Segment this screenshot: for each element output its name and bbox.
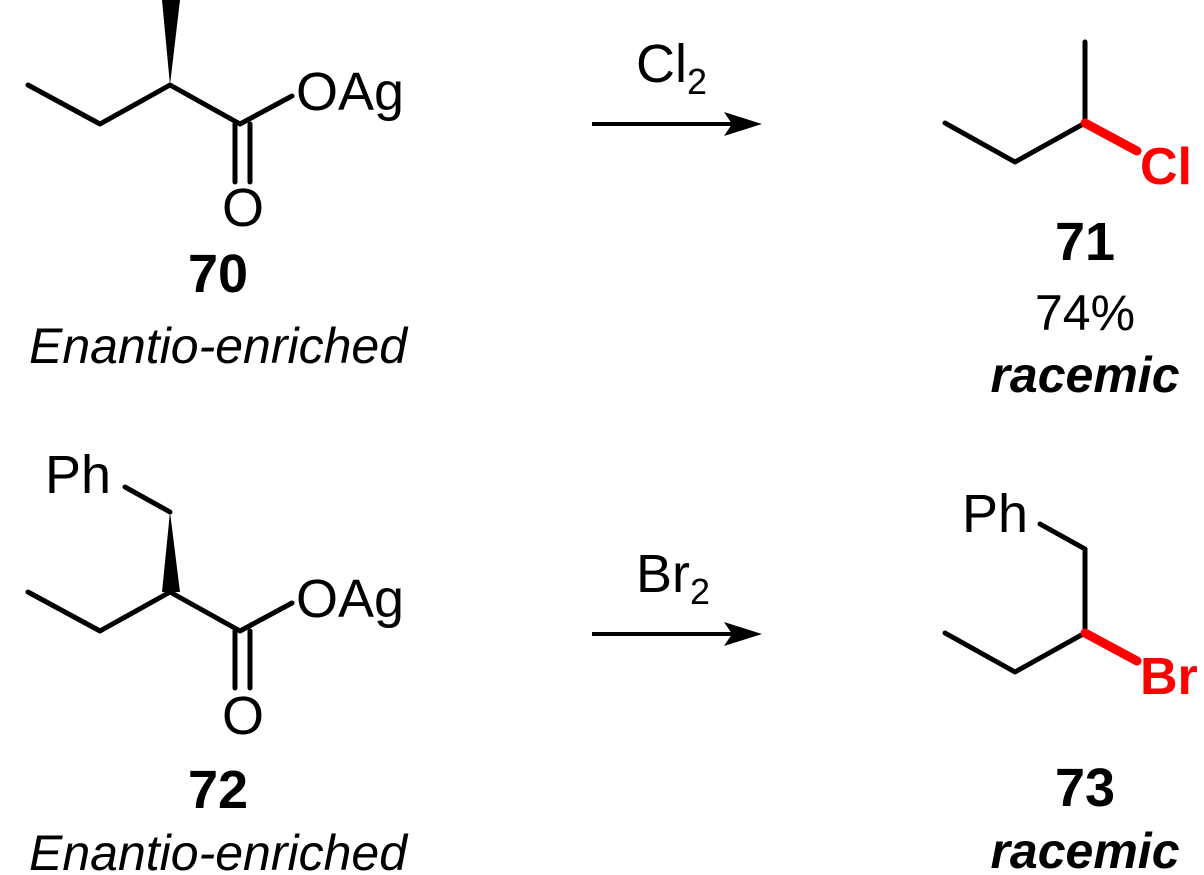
reagent-2-label: Br2	[636, 544, 710, 612]
reagent-1-label: Cl2	[636, 34, 707, 102]
reactant-72-descriptor: Enantio-enriched	[29, 825, 409, 875]
reaction-arrow-1-head	[724, 112, 762, 136]
product-71-skeleton	[942, 120, 1088, 165]
product-71: Cl 71 74% racemic	[942, 39, 1192, 403]
reactant-72-wedge-bond	[162, 512, 180, 592]
reactant-70-carbonyl-o-label: O	[222, 178, 264, 238]
product-73-halogen-bond	[1080, 628, 1142, 666]
reagent-1-subscript: 2	[687, 61, 707, 102]
reagent-arrow-1: Cl2	[592, 34, 762, 136]
reactant-72-carbonyl-o-label: O	[222, 686, 264, 746]
product-71-descriptor: racemic	[990, 347, 1179, 403]
reagent-2-symbol: Br	[636, 544, 690, 604]
reactant-70-compound-number: 70	[188, 244, 248, 304]
reactant-72: Ph OAg O 72 Enantio-enriched	[25, 445, 409, 875]
reactant-72-oag-label: OAg	[296, 569, 404, 629]
product-71-halogen-label: Cl	[1140, 138, 1192, 196]
reactant-72-ph-label: Ph	[45, 445, 111, 505]
reactant-70-descriptor: Enantio-enriched	[29, 318, 409, 374]
product-71-yield: 74%	[1035, 285, 1135, 341]
reactant-70-wedge-bond	[162, 0, 180, 85]
product-73: Ph Br 73 racemic	[942, 484, 1198, 875]
product-73-skeleton	[942, 630, 1088, 675]
reactant-70-skeleton	[25, 82, 295, 127]
reactant-72-benzyl-bond	[122, 484, 173, 515]
reagent-2-subscript: 2	[690, 571, 710, 612]
product-73-ph-label: Ph	[962, 484, 1028, 544]
product-73-benzyl-bond	[1037, 521, 1088, 552]
reactant-70: OAg O 70 Enantio-enriched	[25, 0, 409, 374]
product-73-compound-number: 73	[1055, 758, 1115, 818]
reagent-1-symbol: Cl	[636, 34, 687, 94]
reagent-arrow-2: Br2	[592, 544, 762, 646]
reaction-arrow-2-head	[724, 622, 762, 646]
product-73-halogen-label: Br	[1140, 648, 1198, 706]
reactant-72-compound-number: 72	[188, 760, 248, 820]
reactant-70-oag-label: OAg	[296, 62, 404, 122]
product-73-descriptor: racemic	[990, 823, 1179, 875]
product-71-halogen-bond	[1080, 118, 1142, 156]
reactant-72-skeleton	[25, 589, 295, 634]
product-71-compound-number: 71	[1055, 212, 1115, 272]
